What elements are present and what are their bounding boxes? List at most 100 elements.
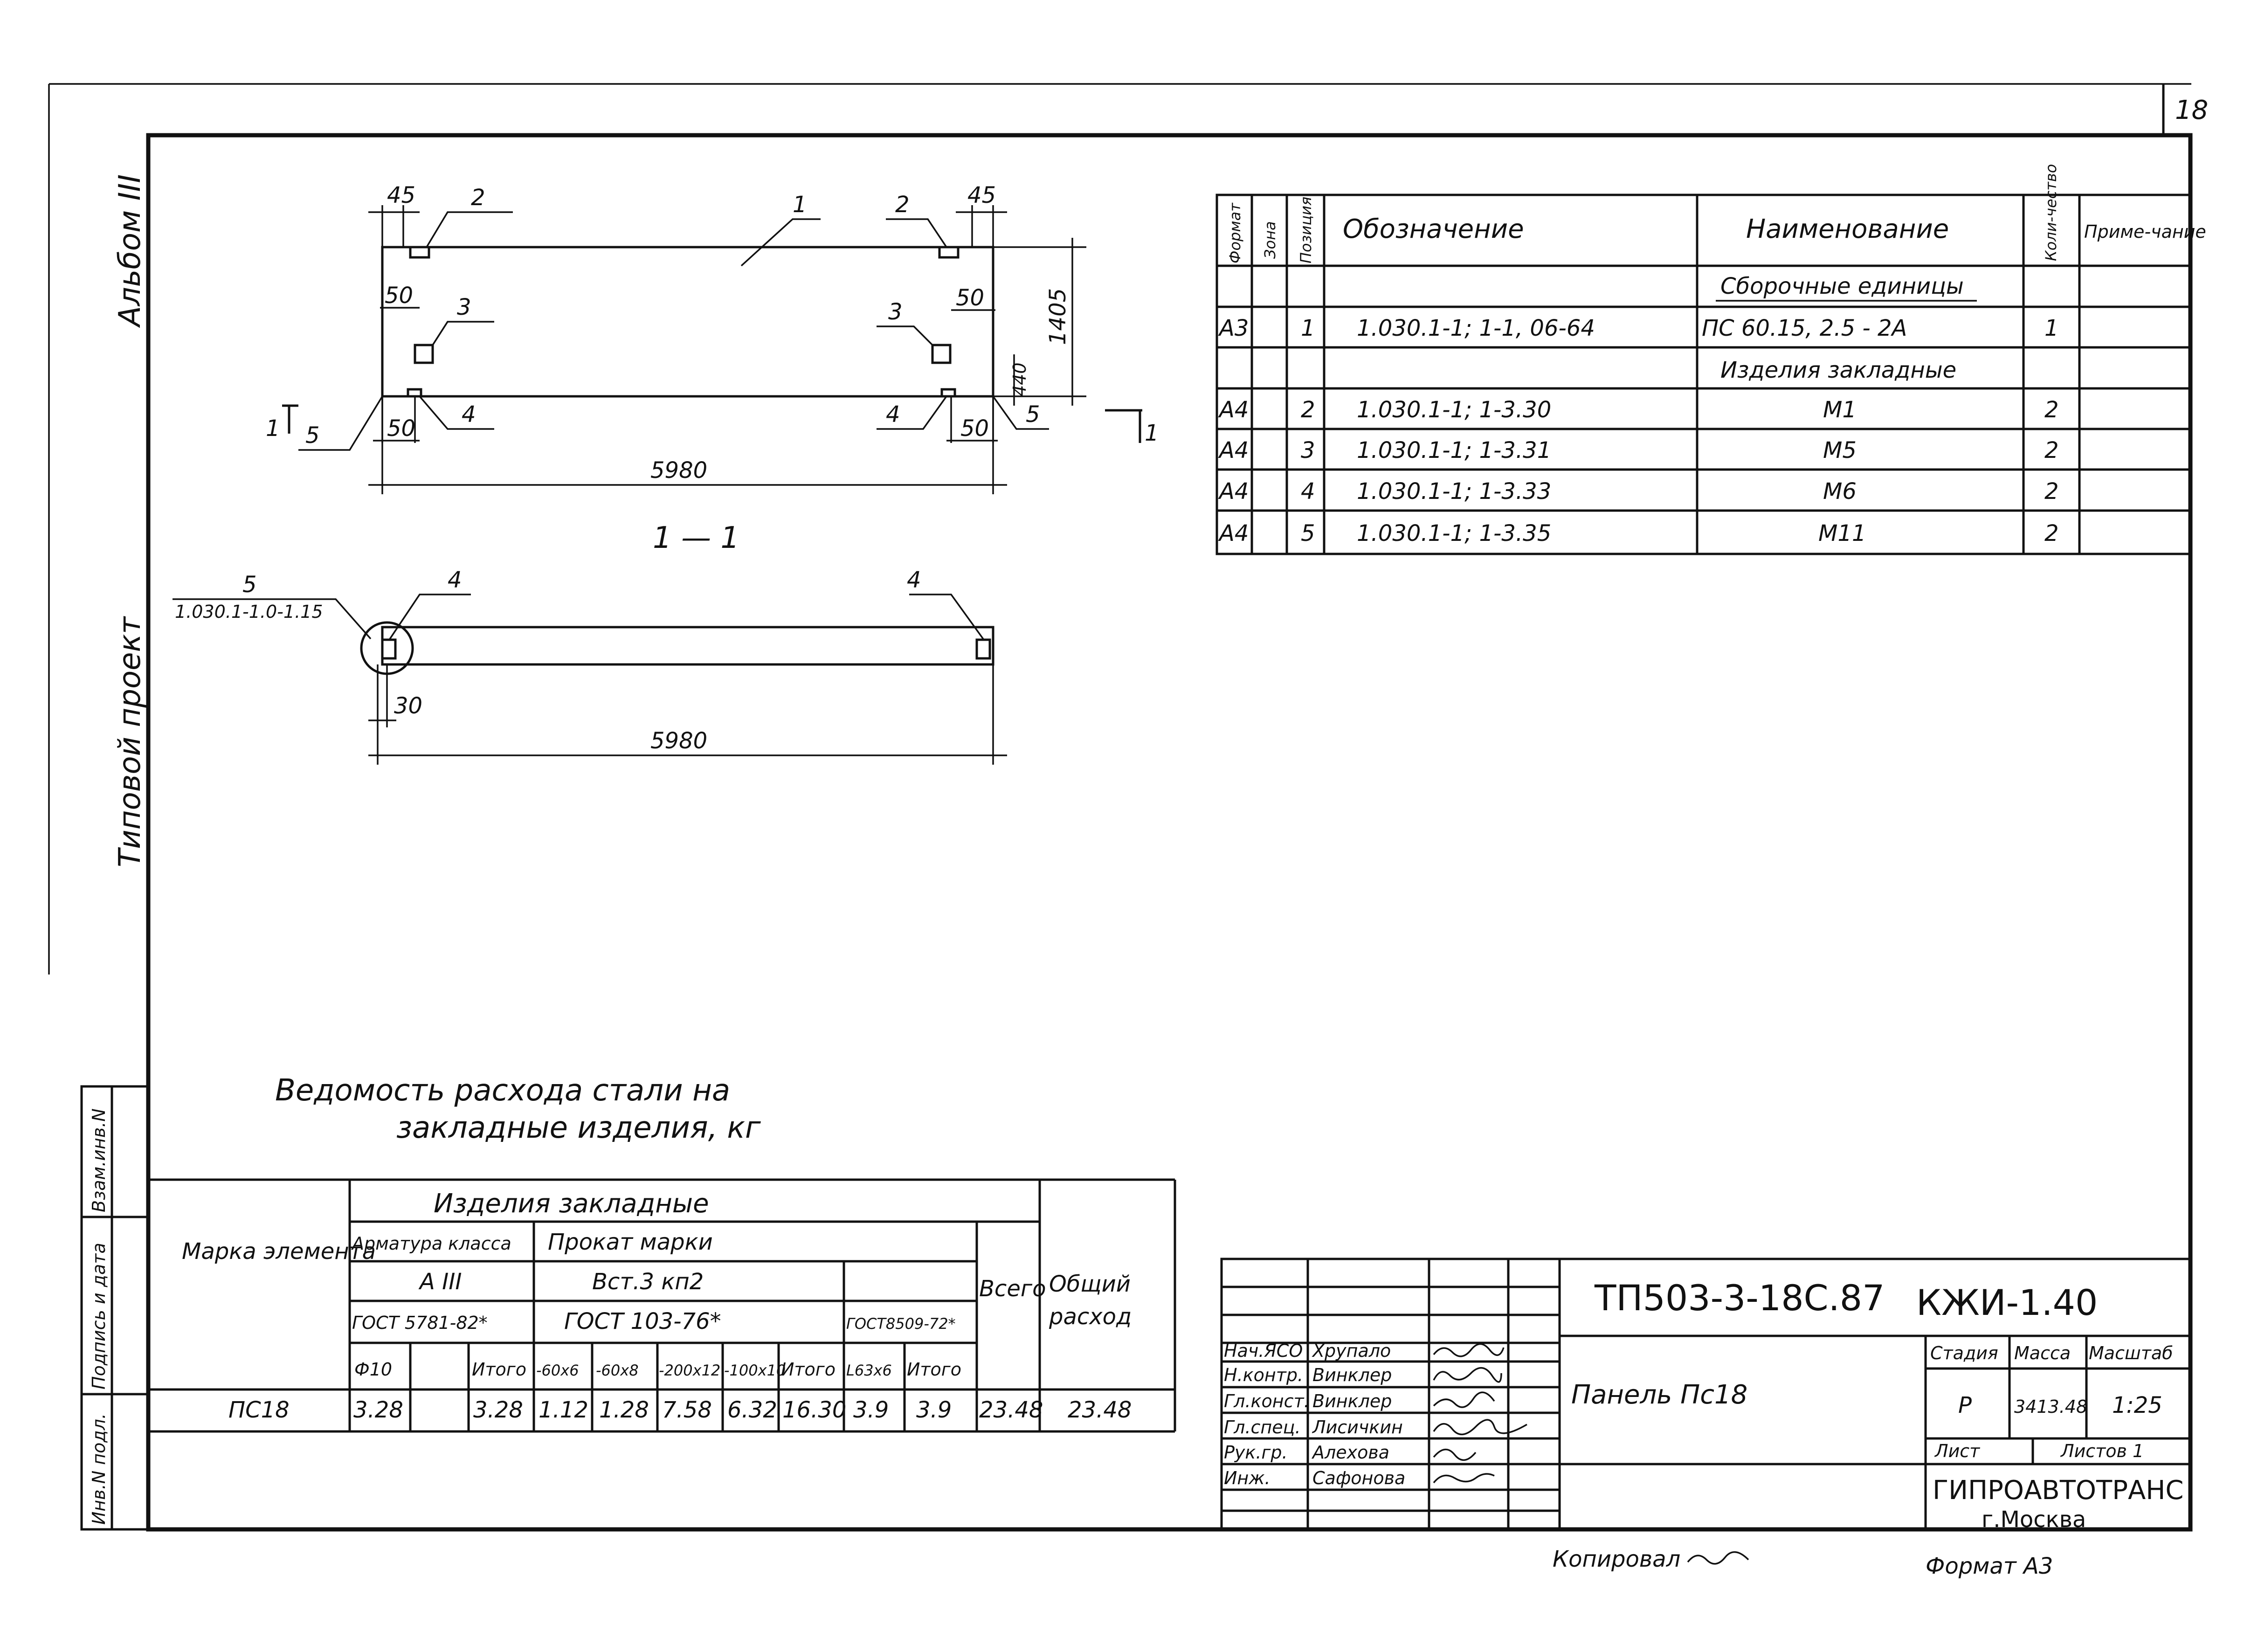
spec-row: А4 3 1.030.1-1; 1-3.31 М5 2 — [1218, 437, 2059, 463]
section-dim-offset: 30 — [394, 693, 422, 719]
spec-format: А4 — [1218, 397, 1249, 423]
steel-cell: 7.58 — [662, 1397, 712, 1423]
plate-4-right — [940, 388, 956, 398]
spec-designation: 1.030.1-1; 1-3.31 — [1357, 437, 1551, 463]
dim-height: 1405 — [1045, 288, 1071, 345]
plate-3-right — [931, 344, 952, 364]
spec-designation: 1.030.1-1; 1-1, 06-64 — [1357, 315, 1595, 341]
steel-h-mark: Марка элемента — [182, 1238, 376, 1265]
side-stamp: Альбом III Типовой проект Инв.N подл. По… — [80, 174, 150, 1531]
steel-sub: -60х8 — [596, 1362, 639, 1379]
section-leader-5-num: 5 — [242, 572, 257, 598]
steel-data-row: ПС18 3.28 3.28 1.12 1.28 7.58 6.32 16.30… — [228, 1397, 1132, 1423]
spec-pos: 3 — [1301, 437, 1315, 463]
dim-left-mid: 50 — [385, 283, 413, 309]
leader-4-right: 4 — [886, 401, 900, 428]
section-plate-right — [975, 638, 991, 660]
spec-pos: 2 — [1301, 397, 1315, 423]
steel-h-rebar: Арматура класса — [351, 1233, 511, 1254]
panel-plan-outline — [381, 246, 994, 398]
document-code: КЖИ-1.40 — [1916, 1282, 2098, 1323]
section-leader-4-right: 4 — [907, 567, 921, 593]
steel-h-gost2: ГОСТ8509-72* — [846, 1315, 956, 1333]
steel-title-line1: Ведомость расхода стали на — [275, 1073, 730, 1108]
spec-h-note: Приме-чание — [2084, 221, 2206, 242]
steel-sub: -100х10 — [724, 1362, 786, 1379]
plate-4-left — [407, 388, 422, 398]
section-plate-left — [381, 638, 397, 660]
person: Винклер — [1312, 1365, 1392, 1385]
steel-h-rolled-grade: Вст.3 кп2 — [592, 1269, 704, 1295]
steel-h-overall-1: Общий — [1049, 1271, 1131, 1297]
steel-cell: 3.28 — [353, 1397, 403, 1423]
signatures — [1433, 1343, 1527, 1484]
sheet-frame: 18 — [48, 83, 2208, 1532]
dim-right-mid: 50 — [956, 285, 984, 311]
role: Инж. — [1224, 1468, 1271, 1488]
role: Н.контр. — [1224, 1365, 1303, 1385]
steel-h-rolled: Прокат марки — [548, 1229, 713, 1255]
dim-right-top: 45 — [967, 182, 996, 208]
sheet-number: 18 — [2175, 95, 2208, 125]
section-dim-length: 5980 — [650, 728, 707, 754]
section-leader-4-left: 4 — [448, 567, 462, 593]
spec-h-designation: Обозначение — [1343, 214, 1524, 244]
steel-cell: 3.9 — [916, 1397, 952, 1423]
dim-left-bot: 50 — [387, 415, 415, 442]
section-view: 1 — 1 5 1.030.1-1.0-1.15 4 4 30 5980 — [173, 521, 1007, 765]
leader-4-left: 4 — [462, 401, 476, 428]
scale-value: 1:25 — [2112, 1392, 2162, 1418]
leader-5-right: 5 — [1026, 401, 1040, 428]
steel-row-mark: ПС18 — [228, 1397, 290, 1423]
steel-table: Ведомость расхода стали на закладные изд… — [148, 1073, 1176, 1433]
dim-right-bot: 50 — [960, 415, 989, 442]
spec-format: А3 — [1218, 315, 1249, 341]
stamp-field-replace: Взам.инв.N — [89, 1108, 109, 1212]
stage-label: Стадия — [1930, 1343, 1998, 1363]
leader-2-right: 2 — [895, 192, 910, 218]
spec-h-name: Наименование — [1746, 214, 1949, 244]
spec-h-qty: Коли-чество — [2042, 164, 2060, 261]
drawing-name: Панель Пс18 — [1571, 1380, 1747, 1410]
spec-h-zone: Зона — [1261, 221, 1279, 259]
steel-h-rolled-gost: ГОСТ 103-76* — [564, 1308, 721, 1334]
plate-2-right — [938, 246, 960, 259]
spec-format: А4 — [1218, 437, 1249, 463]
spec-h-format: Формат — [1226, 202, 1244, 263]
panel-section-outline — [381, 626, 994, 666]
spec-qty: 2 — [2044, 397, 2059, 423]
section-title: 1 — 1 — [653, 521, 739, 555]
plate-2-left — [409, 246, 430, 259]
steel-h-rebar-class: А III — [418, 1269, 462, 1295]
spec-qty: 2 — [2044, 520, 2059, 546]
spec-format: А4 — [1218, 478, 1249, 505]
spec-name: М1 — [1823, 397, 1857, 423]
spec-name: ПС 60.15, 2.5 - 2А — [1702, 315, 1907, 341]
spec-pos: 1 — [1301, 315, 1315, 341]
leader-2-left: 2 — [471, 185, 485, 211]
spec-name: М6 — [1823, 478, 1857, 505]
steel-sub: Итого — [472, 1359, 526, 1380]
scale-label: Масштаб — [2089, 1343, 2173, 1363]
spec-designation: 1.030.1-1; 1-3.35 — [1357, 520, 1551, 546]
spec-designation: 1.030.1-1; 1-3.30 — [1357, 397, 1551, 423]
steel-cell: 3.9 — [853, 1397, 889, 1423]
sheets-label: Листов 1 — [2060, 1441, 2144, 1461]
spec-pos: 4 — [1301, 478, 1315, 505]
sheet-label: Лист — [1934, 1441, 1981, 1461]
spec-group-assembly: Сборочные единицы — [1720, 273, 1964, 299]
spec-h-pos: Позиция — [1297, 197, 1315, 263]
spec-format: А4 — [1218, 520, 1249, 546]
cut-mark-left: 1 — [266, 415, 280, 442]
spec-row: А4 5 1.030.1-1; 1-3.35 М11 2 — [1218, 520, 2059, 546]
role: Рук.гр. — [1224, 1442, 1288, 1463]
spec-pos: 5 — [1301, 520, 1315, 546]
spec-qty: 1 — [2044, 315, 2059, 341]
steel-cell: 3.28 — [473, 1397, 523, 1423]
leader-1: 1 — [793, 192, 807, 218]
steel-cell: 6.32 — [727, 1397, 777, 1423]
steel-cell: 16.30 — [782, 1397, 846, 1423]
person: Лисичкин — [1312, 1417, 1403, 1438]
spec-group-embedded: Изделия закладные — [1720, 357, 1956, 383]
dim-length: 5980 — [650, 457, 707, 484]
